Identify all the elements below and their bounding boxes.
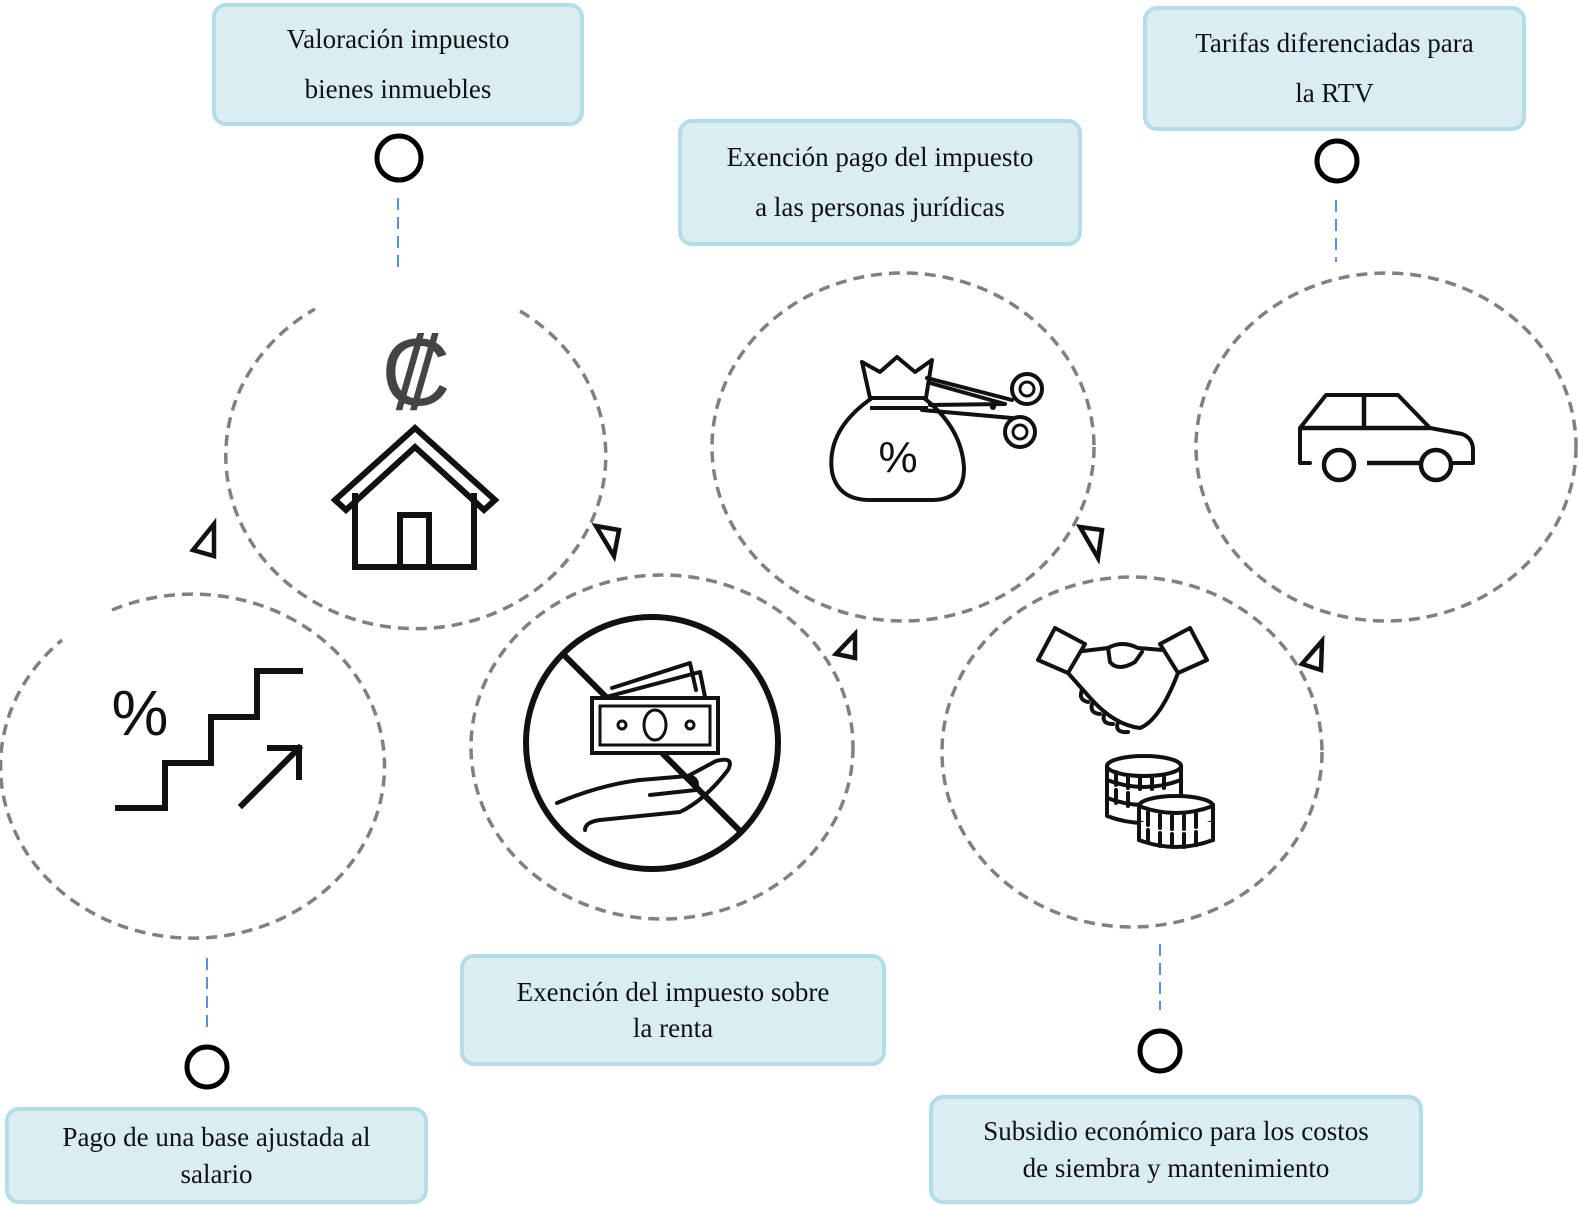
box-subsidy-line2: de siembra y mantenimiento <box>1022 1152 1330 1183</box>
car-icon <box>1298 393 1475 483</box>
box-economic-subsidy: Subsidio económico para los costos de si… <box>929 1095 1423 1204</box>
box-rtv-line1: Tarifas diferenciadas para <box>1195 27 1474 58</box>
box-rtv-line2: la RTV <box>1295 77 1374 108</box>
box-salary-base-line1: Pago de una base ajustada al <box>62 1122 371 1153</box>
stairs-percent-icon: % <box>112 668 304 811</box>
arrow-marker-3 <box>831 628 858 661</box>
box-property-tax-line2: bienes inmuebles <box>304 73 492 104</box>
handshake-coins-icon <box>1036 626 1215 849</box>
bag-percent-symbol: % <box>878 433 917 482</box>
circle-property-tax <box>224 307 608 631</box>
circle-legal-entities <box>710 271 1096 623</box>
arrow-marker-5 <box>1298 634 1325 674</box>
circle-subsidy <box>940 575 1324 929</box>
percent-symbol: % <box>112 677 169 749</box>
box-income-tax-line2: la renta <box>632 1013 714 1043</box>
box-salary-base-payment: Pago de una base ajustada al salario <box>5 1107 428 1204</box>
colon-symbol: ₡ <box>381 319 450 426</box>
box-income-tax-exemption: Exención del impuesto sobre la renta <box>460 954 886 1066</box>
box-legal-entities-line2: a las personas jurídicas <box>755 191 1005 222</box>
arrow-marker-2 <box>591 522 622 563</box>
box-rtv-rates: Tarifas diferenciadas para la RTV <box>1143 6 1526 131</box>
circle-salary-base <box>0 592 387 940</box>
node-salary-base <box>184 1044 230 1090</box>
box-legal-entities-line1: Exención pago del impuesto <box>726 141 1034 172</box>
arrow-marker-4 <box>1075 524 1105 565</box>
circle-income-tax <box>469 573 855 921</box>
box-income-tax-line1: Exención del impuesto sobre <box>516 976 830 1007</box>
box-subsidy-line1: Subsidio económico para los costos <box>983 1116 1369 1147</box>
box-property-tax-line1: Valoración impuesto <box>286 23 510 54</box>
node-subsidy <box>1137 1028 1183 1074</box>
circle-rtv <box>1194 271 1578 623</box>
house-colon-icon: ₡ <box>330 319 500 570</box>
box-property-tax-valuation: Valoración impuesto bienes inmuebles <box>212 3 584 126</box>
node-property-tax <box>374 133 424 183</box>
money-bag-scissors-icon: % <box>829 355 1044 502</box>
arrow-marker-1 <box>189 517 217 559</box>
no-cash-icon <box>523 614 781 872</box>
box-legal-entities-exemption: Exención pago del impuesto a las persona… <box>678 119 1082 246</box>
node-rtv <box>1314 138 1360 184</box>
box-salary-base-line2: salario <box>180 1158 253 1189</box>
